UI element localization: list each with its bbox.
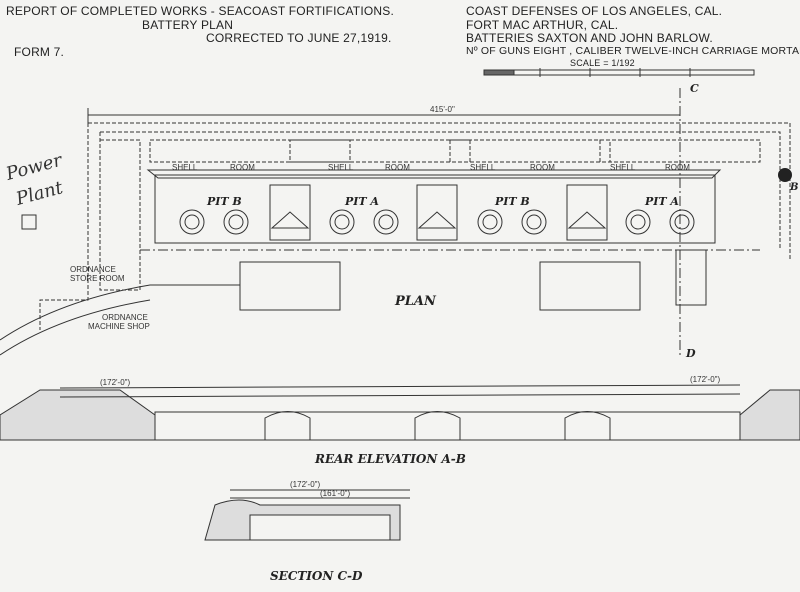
pit-block (0, 169, 760, 356)
shell-label: SHELL (610, 163, 636, 172)
section-marker-d: D (685, 347, 696, 360)
ordnance-shop-label: MACHINE SHOP (88, 322, 150, 331)
ink-blot (778, 168, 792, 182)
ordnance-shop-label: ORDNANCE (102, 313, 148, 322)
room-label: ROOM (530, 163, 555, 172)
power-plant-note: Plant (13, 177, 66, 210)
corrected-date: CORRECTED TO JUNE 27,1919. (206, 31, 392, 45)
rear-elevation (0, 384, 800, 441)
elevation-right: (172'-0") (690, 375, 720, 384)
pit-label: PIT B (494, 195, 530, 208)
ordnance-store-label: ORDNANCE (70, 265, 116, 274)
shell-label: SHELL (328, 163, 354, 172)
section-c-d (204, 489, 410, 541)
pit-label: PIT B (206, 195, 242, 208)
mortar-emplacements (179, 209, 695, 235)
section-title: SECTION C-D (270, 569, 363, 583)
guns-info: Nº OF GUNS EIGHT , CALIBER TWELVE-INCH C… (466, 45, 800, 57)
battery-plan-title: BATTERY PLAN (142, 18, 234, 32)
elevation-marker-b: B (789, 182, 798, 193)
section-elev-top: (172'-0") (290, 480, 320, 489)
gallery-outline (39, 122, 791, 330)
batteries-names: BATTERIES SAXTON AND JOHN BARLOW. (466, 31, 713, 45)
room-label: ROOM (665, 163, 690, 172)
report-title: REPORT OF COMPLETED WORKS - SEACOAST FOR… (6, 4, 395, 18)
dimension-label: 415'-0" (430, 105, 455, 114)
section-marker-c: C (690, 82, 699, 95)
room-label: ROOM (385, 163, 410, 172)
section-elev-mid: (161'-0") (320, 489, 350, 498)
ordnance-store-label: STORE ROOM (70, 274, 125, 283)
shell-label: SHELL (470, 163, 496, 172)
elevation-left: (172'-0") (100, 378, 130, 387)
overall-dimension-line: 415'-0" (87, 105, 680, 125)
fort-name: FORT MAC ARTHUR, CAL. (466, 18, 619, 32)
room-label: ROOM (230, 163, 255, 172)
scale-label: SCALE = 1/192 (570, 58, 635, 68)
pit-label: PIT A (644, 195, 679, 208)
shell-label: SHELL (172, 163, 198, 172)
scale-bar (483, 68, 755, 77)
coast-defenses: COAST DEFENSES OF LOS ANGELES, CAL. (466, 4, 723, 18)
form-number: FORM 7. (14, 45, 65, 59)
elevation-title: REAR ELEVATION A-B (314, 452, 466, 466)
plan-title: PLAN (394, 294, 437, 309)
pit-label: PIT A (344, 195, 379, 208)
